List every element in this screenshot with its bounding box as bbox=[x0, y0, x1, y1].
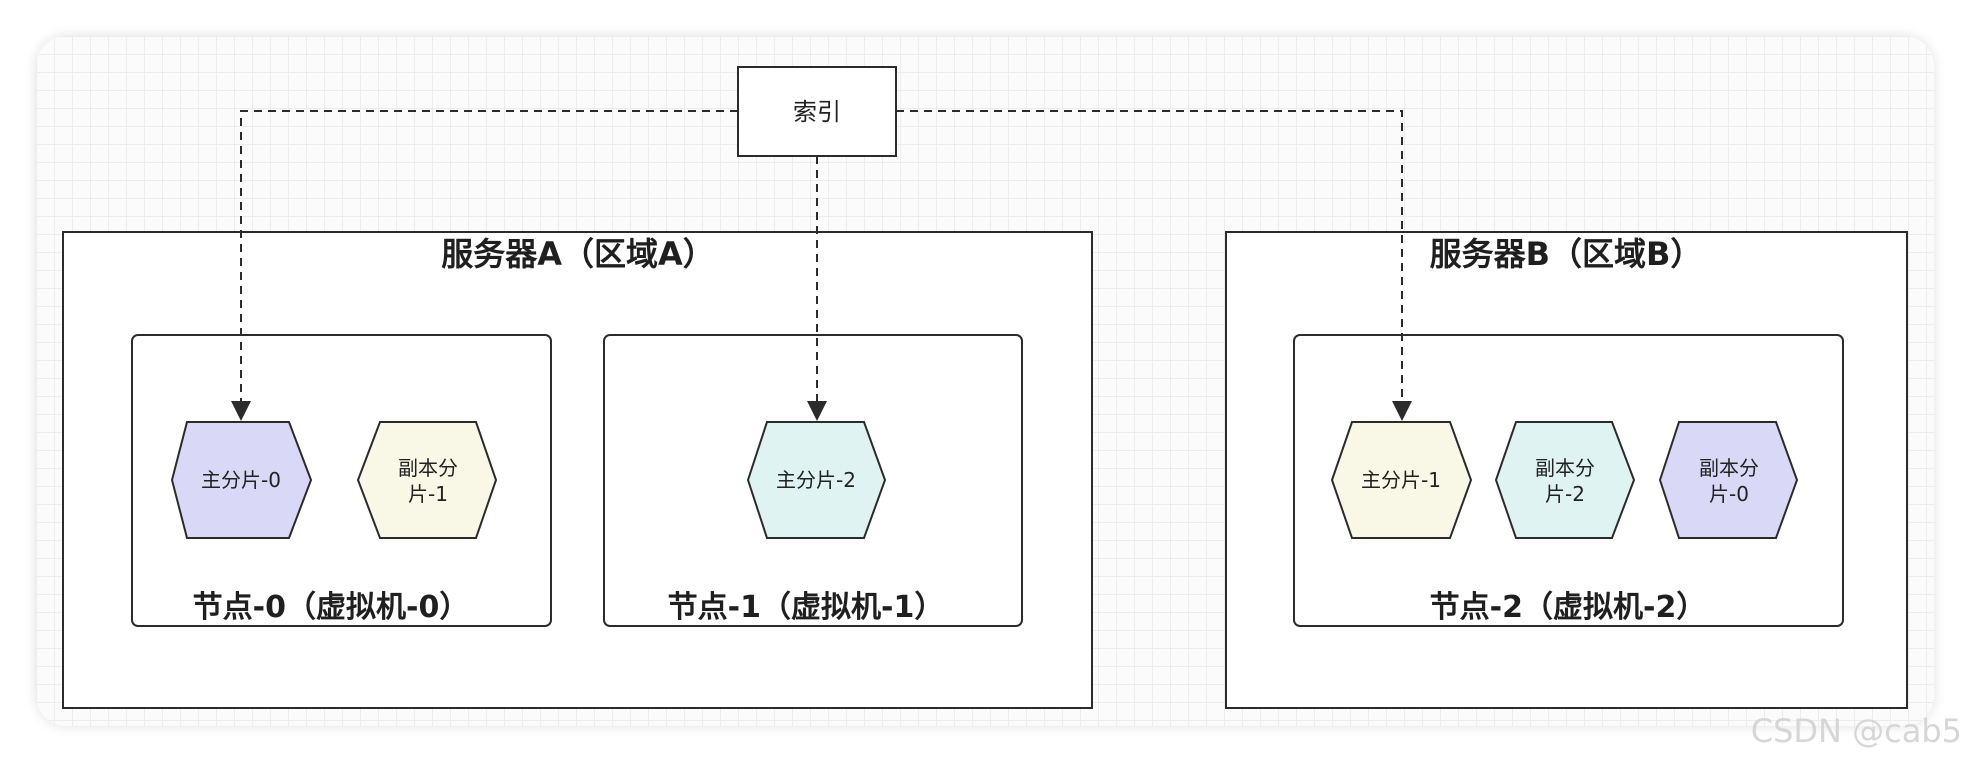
shard-label: 片-1 bbox=[408, 482, 448, 506]
server-a: 服务器A（区域A） 节点-0（虚拟机-0） 主分片-0 副本分 片-1 bbox=[62, 231, 1093, 709]
shard-primary-1: 主分片-1 bbox=[1330, 421, 1473, 539]
server-b-title: 服务器B（区域B） bbox=[1430, 235, 1703, 273]
hexagon-shape bbox=[1330, 421, 1473, 539]
watermark: CSDN @cab5 bbox=[1750, 712, 1962, 750]
shard-label: 主分片-2 bbox=[776, 468, 856, 492]
shard-label: 主分片-0 bbox=[201, 468, 281, 492]
node-0: 节点-0（虚拟机-0） 主分片-0 副本分 片-1 bbox=[131, 334, 552, 627]
shard-label: 主分片-1 bbox=[1361, 468, 1441, 492]
hexagon-shape bbox=[1494, 421, 1636, 539]
shard-label: 副本分 bbox=[398, 456, 458, 480]
node-2: 节点-2（虚拟机-2） 主分片-1 副本分 片-2 副本分 bbox=[1293, 334, 1844, 627]
node-1: 节点-1（虚拟机-1） 主分片-2 bbox=[603, 334, 1023, 627]
hexagon-shape bbox=[356, 421, 498, 539]
connectors bbox=[231, 110, 1412, 421]
hexagon-shape bbox=[1658, 421, 1799, 539]
shard-replica-1: 副本分 片-1 bbox=[356, 421, 498, 539]
shard-label: 片-2 bbox=[1545, 482, 1585, 506]
server-a-title: 服务器A（区域A） bbox=[441, 235, 715, 273]
hexagon-shape bbox=[170, 421, 313, 539]
shard-primary-0: 主分片-0 bbox=[170, 421, 313, 539]
connector-index-to-primary-0 bbox=[231, 110, 738, 421]
shard-label: 片-0 bbox=[1709, 482, 1749, 506]
node-1-title: 节点-1（虚拟机-1） bbox=[668, 590, 945, 625]
server-b: 服务器B（区域B） 节点-2（虚拟机-2） 主分片-1 副本分 片-2 bbox=[1225, 231, 1908, 709]
shard-primary-2: 主分片-2 bbox=[746, 421, 887, 539]
node-2-title: 节点-2（虚拟机-2） bbox=[1430, 590, 1707, 625]
shard-label: 副本分 bbox=[1699, 456, 1759, 480]
shard-replica-0: 副本分 片-0 bbox=[1658, 421, 1799, 539]
hexagon-shape bbox=[746, 421, 887, 539]
shard-replica-2: 副本分 片-2 bbox=[1494, 421, 1636, 539]
index-label: 索引 bbox=[793, 98, 841, 126]
node-0-title: 节点-0（虚拟机-0） bbox=[193, 590, 470, 625]
shard-label: 副本分 bbox=[1535, 456, 1595, 480]
index-node: 索引 bbox=[737, 66, 897, 157]
connector-index-to-primary-1 bbox=[896, 110, 1412, 421]
